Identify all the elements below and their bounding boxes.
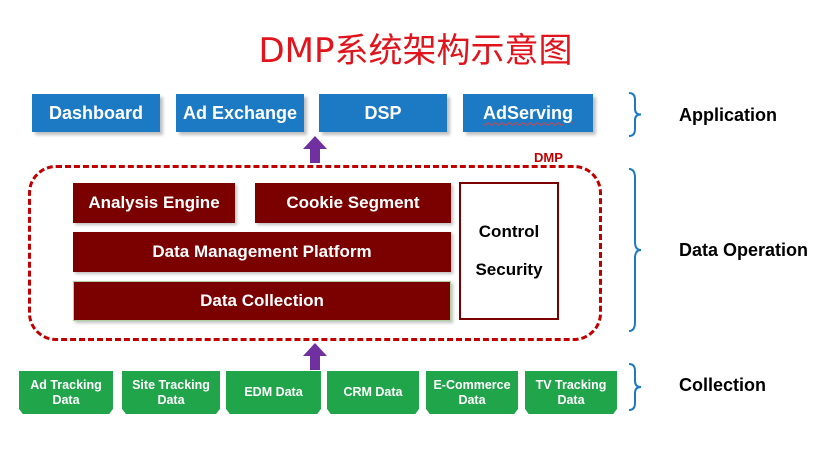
dsp-label: DSP bbox=[364, 102, 402, 123]
diagram-title: DMP系统架构示意图 bbox=[258, 31, 573, 71]
collection-brace-icon bbox=[628, 363, 642, 411]
ad-exchange-label: Ad Exchange bbox=[182, 102, 298, 123]
analysis-engine-box: Analysis Engine bbox=[73, 183, 235, 223]
up-arrow-icon bbox=[303, 343, 327, 370]
source-line1: Ad Tracking bbox=[30, 377, 102, 392]
dmp-frame bbox=[28, 165, 602, 341]
data-collection-box: Data Collection bbox=[73, 281, 451, 321]
source-line2: Data bbox=[52, 392, 80, 407]
application-brace-icon bbox=[628, 92, 642, 137]
source-line2: Data bbox=[157, 392, 185, 407]
data-operation-layer-label: Data Operation bbox=[679, 240, 809, 260]
application-layer-label: Application bbox=[679, 105, 777, 125]
cookie-segment-box: Cookie Segment bbox=[255, 183, 451, 223]
data-management-platform-box: Data Management Platform bbox=[73, 232, 451, 272]
dashboard-box: Dashboard bbox=[32, 94, 160, 132]
analysis-engine-label: Analysis Engine bbox=[88, 193, 220, 212]
source-line1: E-Commerce bbox=[433, 377, 511, 392]
data-operation-brace-icon bbox=[628, 168, 642, 332]
data-management-platform-label: Data Management Platform bbox=[152, 242, 372, 261]
cookie-segment-label: Cookie Segment bbox=[286, 193, 420, 212]
source-line1: TV Tracking bbox=[535, 377, 607, 392]
source-line1: EDM Data bbox=[244, 385, 303, 399]
source-line2: Data bbox=[557, 392, 585, 407]
control-label: Control bbox=[478, 222, 540, 241]
source-line1: Site Tracking bbox=[132, 377, 210, 392]
dashboard-label: Dashboard bbox=[48, 102, 144, 123]
source-line2: Data bbox=[458, 392, 486, 407]
adserving-box: AdServing bbox=[463, 94, 593, 132]
up-arrow-icon bbox=[303, 136, 327, 163]
control-security-box: Control Security bbox=[459, 182, 559, 320]
crm-data-box: CRM Data bbox=[327, 371, 419, 414]
collection-layer-label: Collection bbox=[679, 375, 767, 395]
source-line1: CRM Data bbox=[343, 385, 403, 399]
ad-exchange-box: Ad Exchange bbox=[176, 94, 304, 132]
dsp-box: DSP bbox=[319, 94, 447, 132]
dmp-label: DMP bbox=[530, 150, 567, 165]
adserving-label: AdServing bbox=[482, 102, 574, 123]
data-collection-label: Data Collection bbox=[200, 291, 324, 310]
security-label: Security bbox=[475, 260, 543, 279]
edm-data-box: EDM Data bbox=[226, 371, 321, 414]
